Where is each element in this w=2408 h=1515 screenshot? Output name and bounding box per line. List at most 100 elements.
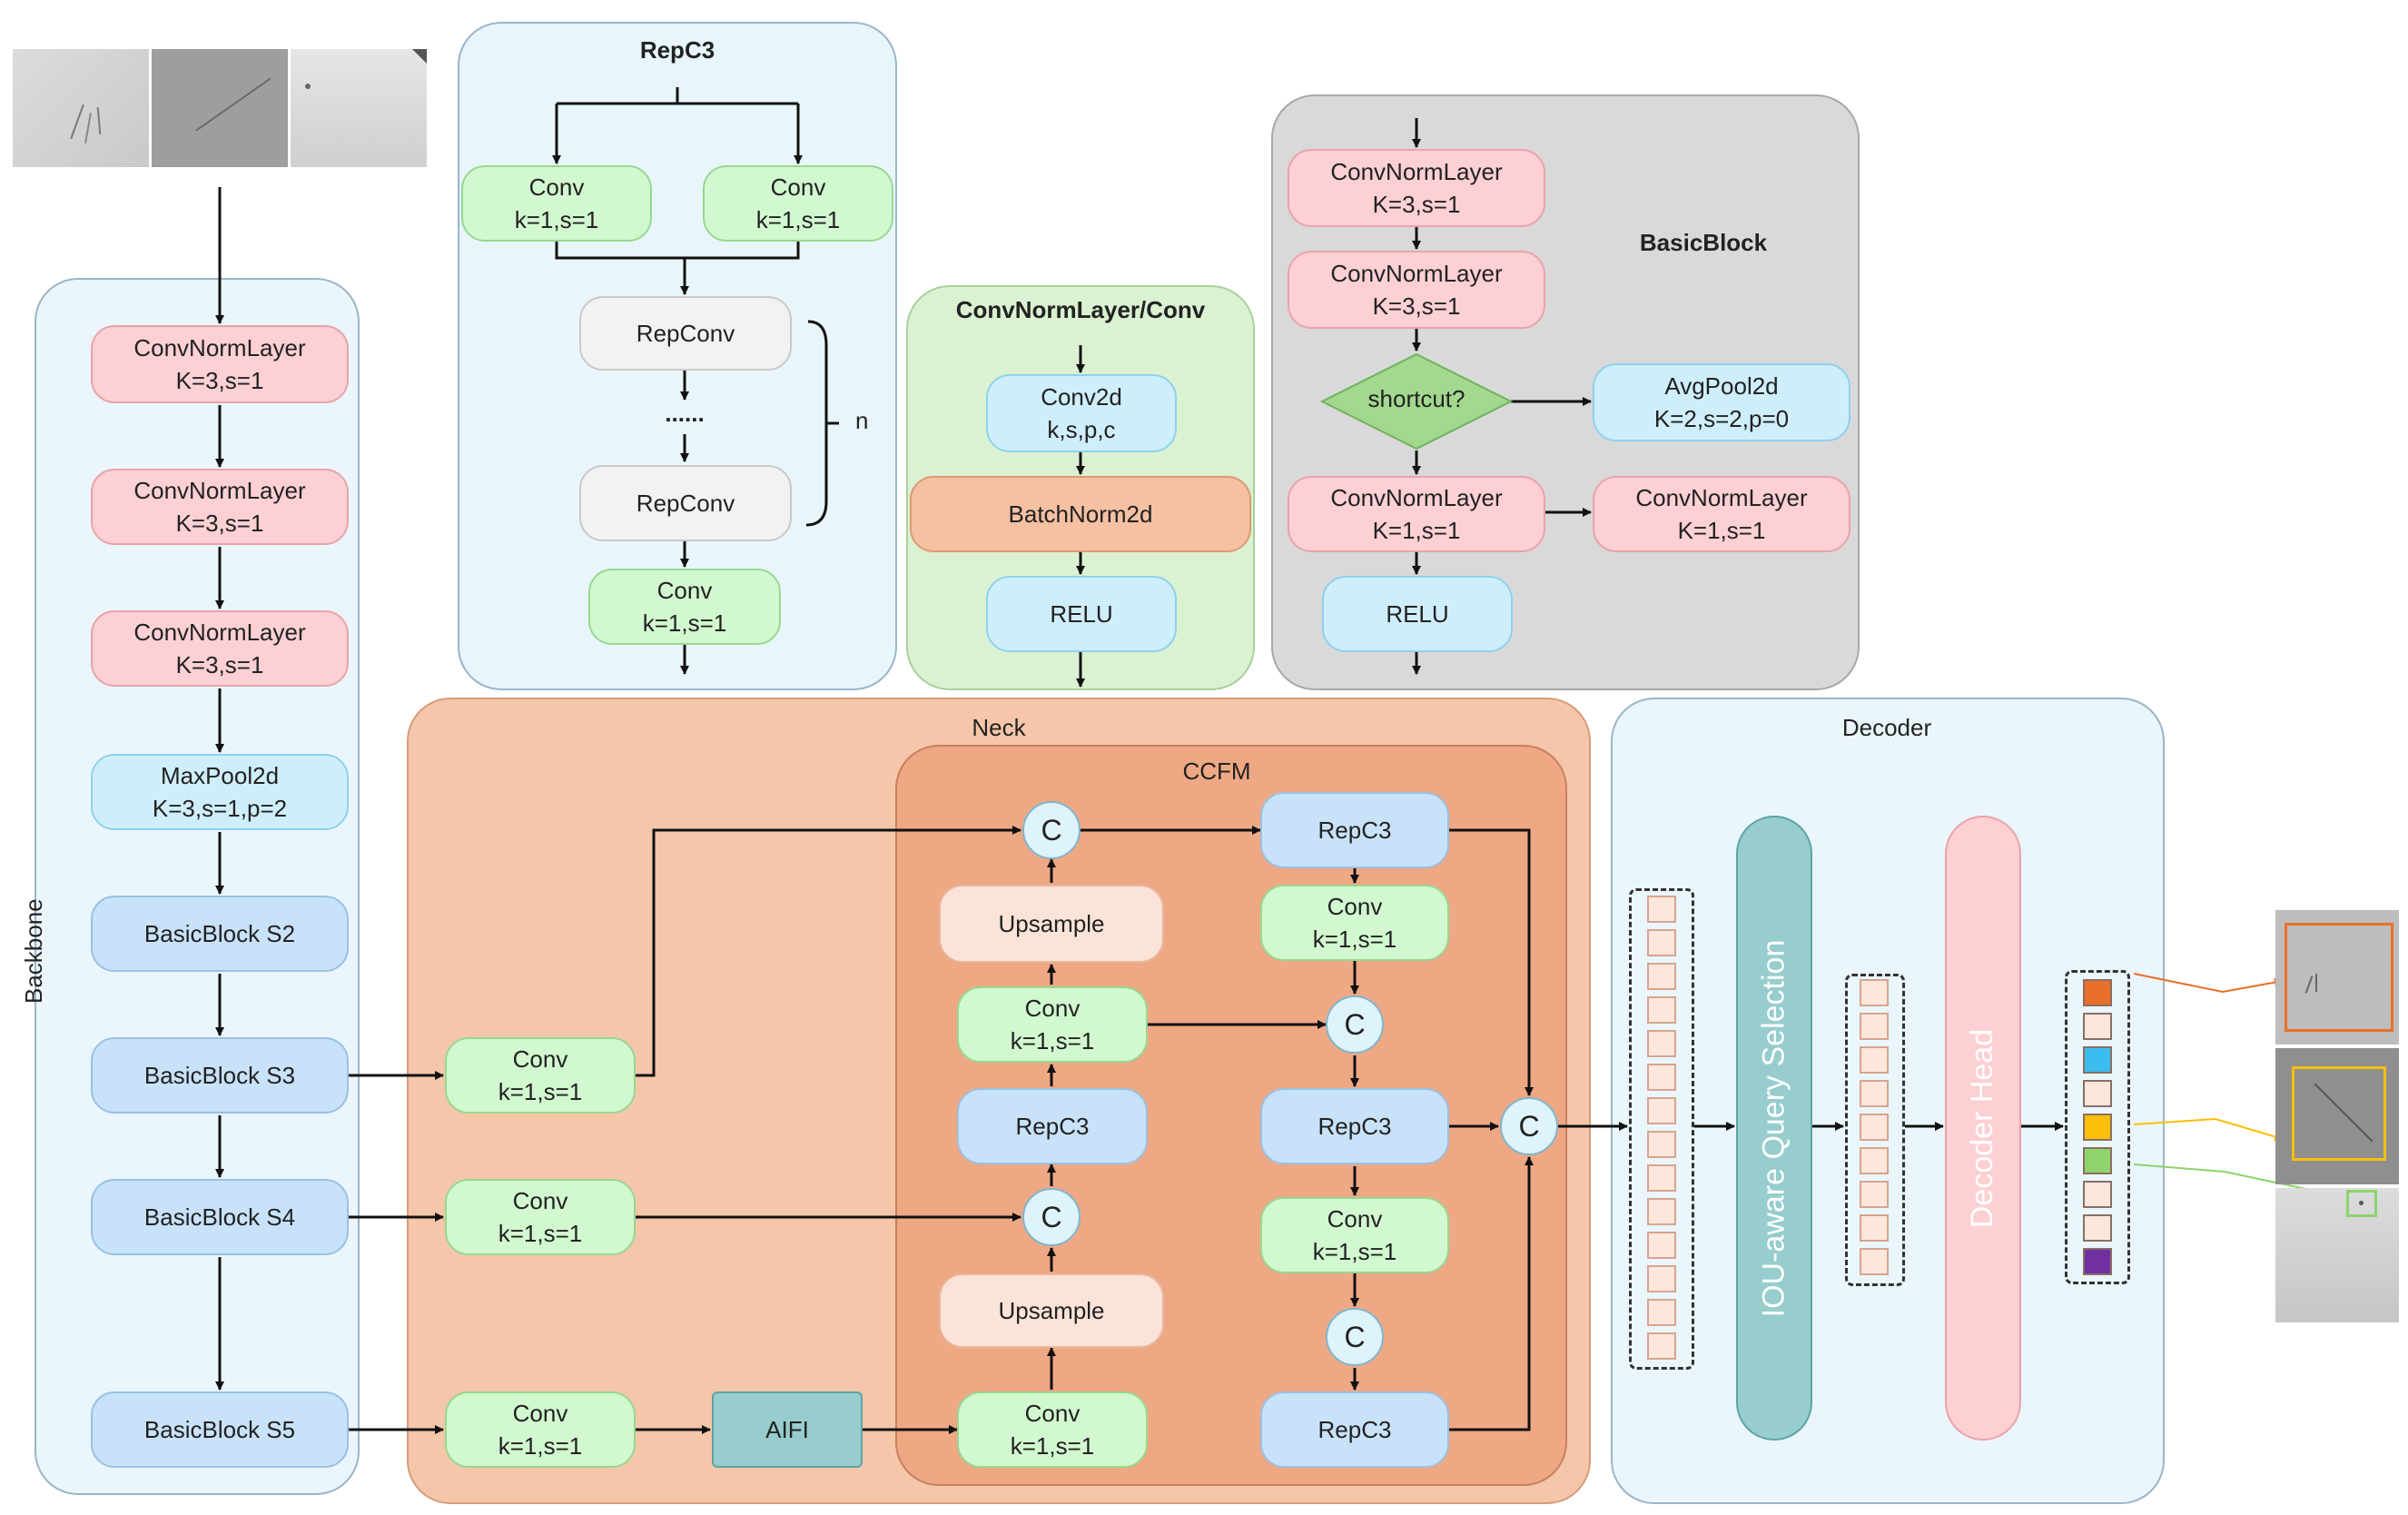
decoder-label: Decoder bbox=[1841, 714, 1932, 741]
token bbox=[1860, 979, 1889, 1006]
ccfm-repc3-mid: RepC3 bbox=[1260, 1088, 1449, 1164]
box-label: Conv bbox=[512, 1400, 568, 1427]
box-label: ConvNormLayer bbox=[1635, 484, 1808, 511]
token bbox=[2083, 1248, 2112, 1275]
box-label: Upsample bbox=[998, 910, 1105, 937]
box-params: K=3,s=1 bbox=[1372, 292, 1461, 320]
box-label: RepC3 bbox=[1015, 1113, 1090, 1140]
token bbox=[1860, 1013, 1889, 1040]
token bbox=[1860, 1114, 1889, 1141]
box-params: k=1,s=1 bbox=[755, 206, 841, 233]
convnorm-title: ConvNormLayer/Conv bbox=[955, 296, 1206, 323]
ccfm-panel bbox=[895, 745, 1567, 1486]
token bbox=[2083, 1214, 2112, 1242]
box-label: ConvNormLayer bbox=[133, 334, 306, 361]
token bbox=[1860, 1147, 1889, 1174]
token bbox=[1647, 1232, 1676, 1259]
token bbox=[1647, 929, 1676, 956]
box-label: ConvNormLayer bbox=[133, 619, 306, 646]
detection-box-green bbox=[2346, 1190, 2377, 1217]
ccfm-repc3-bot: RepC3 bbox=[1260, 1391, 1449, 1468]
box-label: ConvNormLayer bbox=[1330, 484, 1503, 511]
box-label: RepConv bbox=[636, 490, 735, 517]
token bbox=[1647, 1097, 1676, 1124]
repc3-repeat-n: n bbox=[855, 407, 869, 434]
token bbox=[2083, 1080, 2112, 1107]
neck-conv-s4: Conv k=1,s=1 bbox=[445, 1179, 636, 1255]
token bbox=[2083, 979, 2112, 1006]
box-params: k=1,s=1 bbox=[498, 1220, 583, 1247]
token bbox=[1647, 1164, 1676, 1192]
query-token-group bbox=[1845, 974, 1905, 1286]
box-params: K=3,s=1,p=2 bbox=[152, 795, 288, 822]
token bbox=[1860, 1181, 1889, 1208]
token bbox=[2083, 1114, 2112, 1141]
box-label: Conv bbox=[528, 173, 585, 201]
box-params: k=1,s=1 bbox=[498, 1432, 583, 1460]
box-label: Conv bbox=[656, 577, 713, 604]
token bbox=[1647, 1064, 1676, 1091]
ccfm-conv-b: Conv k=1,s=1 bbox=[957, 1391, 1148, 1468]
input-image-3 bbox=[291, 49, 427, 167]
box-label: RepC3 bbox=[1317, 1416, 1392, 1443]
concat-label: C bbox=[1518, 1109, 1540, 1143]
box-params: k=1,s=1 bbox=[1010, 1432, 1095, 1460]
neck-aifi: AIFI bbox=[712, 1391, 863, 1468]
ccfm-label: CCFM bbox=[1182, 758, 1251, 785]
ccfm-repc3-top: RepC3 bbox=[1260, 792, 1449, 868]
box-params: K=1,s=1 bbox=[1372, 517, 1461, 544]
token bbox=[2083, 1013, 2112, 1040]
output-image-1 bbox=[2275, 910, 2399, 1045]
box-params: k=1,s=1 bbox=[1312, 1238, 1397, 1265]
box-label: Conv bbox=[1327, 1205, 1383, 1233]
box-params: K=3,s=1 bbox=[175, 651, 264, 678]
iou-aware-query-selection: IOU-aware Query Selection bbox=[1736, 816, 1812, 1441]
token bbox=[1860, 1214, 1889, 1242]
box-label: Conv2d bbox=[1041, 383, 1122, 411]
token bbox=[1647, 1332, 1676, 1360]
encoder-token-group bbox=[1629, 888, 1694, 1370]
box-label: Conv bbox=[1327, 893, 1383, 920]
box-label: Conv bbox=[770, 173, 826, 201]
token bbox=[1647, 996, 1676, 1024]
box-label: ConvNormLayer bbox=[133, 477, 306, 504]
box-params: k,s,p,c bbox=[1047, 416, 1116, 443]
basicblock-title: BasicBlock bbox=[1639, 229, 1768, 256]
repc3-conv-right: Conv k=1,s=1 bbox=[703, 165, 893, 242]
backbone-basicblock-s5: BasicBlock S5 bbox=[91, 1391, 349, 1468]
token bbox=[1647, 963, 1676, 990]
box-label: AIFI bbox=[765, 1416, 809, 1443]
backbone-basicblock-s3: BasicBlock S3 bbox=[91, 1037, 349, 1114]
token bbox=[2083, 1147, 2112, 1174]
neck-label: Neck bbox=[972, 714, 1026, 741]
repc3-ellipsis: ...... bbox=[665, 400, 705, 427]
output-token-group bbox=[2065, 970, 2130, 1284]
token bbox=[1647, 1299, 1676, 1326]
convnorm-conv2d: Conv2d k,s,p,c bbox=[986, 374, 1177, 452]
box-label: BasicBlock S5 bbox=[143, 1416, 296, 1443]
convnorm-relu: RELU bbox=[986, 576, 1177, 652]
convnorm-batchnorm2d: BatchNorm2d bbox=[910, 476, 1251, 552]
repc3-repconv-2: RepConv bbox=[579, 465, 792, 541]
box-label: Conv bbox=[1024, 1400, 1081, 1427]
box-params: K=1,s=1 bbox=[1677, 517, 1766, 544]
repc3-repconv-1: RepConv bbox=[579, 296, 792, 371]
box-params: K=3,s=1 bbox=[1372, 191, 1461, 218]
input-image-2 bbox=[152, 49, 288, 167]
token bbox=[1860, 1248, 1889, 1275]
box-label: ConvNormLayer bbox=[1330, 158, 1503, 185]
box-label: Conv bbox=[512, 1187, 568, 1214]
box-label: RELU bbox=[1050, 600, 1113, 628]
ccfm-concat-right-1: C bbox=[1326, 995, 1384, 1054]
